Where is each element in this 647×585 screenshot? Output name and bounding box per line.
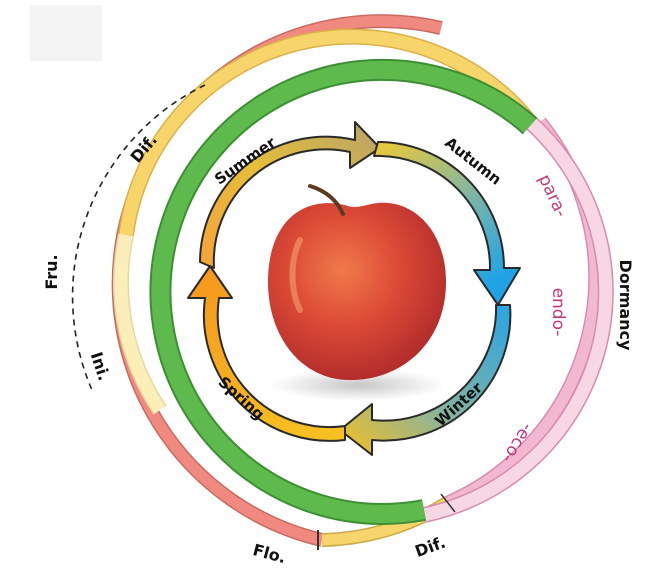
apple-stem xyxy=(308,184,345,216)
label-flowering: Flo. xyxy=(251,540,288,567)
apple-highlight xyxy=(289,237,303,313)
blank-patch xyxy=(30,5,102,61)
label-dormancy: Dormancy xyxy=(616,260,635,352)
label-fruit: Fru. xyxy=(42,254,61,289)
apple-image xyxy=(268,184,446,401)
label-initiation: Ini. xyxy=(87,350,114,383)
season-label-spring: Spring xyxy=(215,373,268,424)
ring-divider xyxy=(440,493,456,513)
differentiation-dashed-line xyxy=(71,84,206,391)
season-arrow-spring xyxy=(187,265,346,442)
apple-shadow xyxy=(270,369,446,401)
label-differentiation-bottom: Dif. xyxy=(412,533,448,561)
season-arrow-winter xyxy=(339,304,512,456)
apple-body xyxy=(268,202,446,380)
label-endodormancy: endo- xyxy=(548,288,568,337)
label-paradormancy: para- xyxy=(534,171,571,220)
